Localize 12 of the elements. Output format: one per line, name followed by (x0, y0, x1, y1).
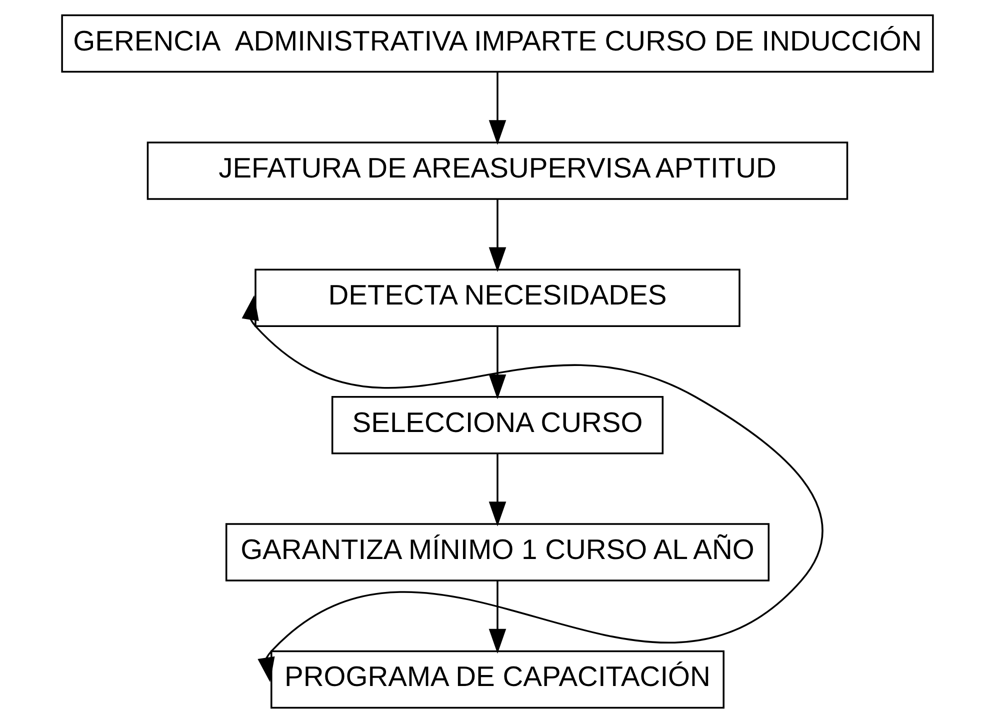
arrow (242, 295, 823, 682)
arrow (488, 580, 506, 654)
node-box: GERENCIA ADMINISTRATIVA IMPARTE CURSO DE INDUCCIÓN (61, 14, 934, 73)
node-box: SELECCIONA CURSO (331, 396, 664, 454)
node-box: JEFATURA DE AREASUPERVISA APTITUD (146, 142, 848, 200)
node-box: DETECTA NECESIDADES (254, 268, 740, 328)
arrow (488, 454, 506, 526)
arrow (488, 199, 506, 272)
node-box: GARANTIZA MÍNIMO 1 CURSO AL AÑO (225, 523, 770, 582)
node-box: PROGRAMA DE CAPACITACIÓN (270, 650, 724, 709)
arrow (488, 72, 506, 145)
arrow (488, 326, 506, 400)
